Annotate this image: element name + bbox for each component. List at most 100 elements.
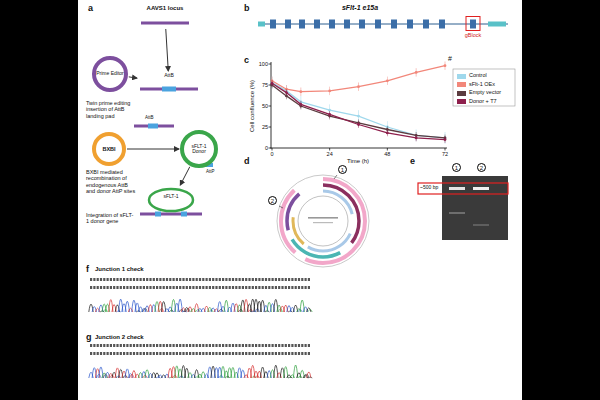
sequence-mark [288,352,290,355]
sequence-mark [252,344,254,347]
sequence-mark [90,286,92,289]
sequence-mark [305,286,307,289]
panel-letter: f [86,264,89,274]
sequence-mark [291,278,293,281]
error-bar [272,80,273,87]
sequence-mark [192,352,194,355]
error-bar [329,87,330,95]
sequence-mark [113,286,115,289]
sequence-mark [113,352,115,355]
sequence-mark [242,344,244,347]
plasmid-map [277,175,369,267]
sequence-mark [239,352,241,355]
tick-label: 24 [327,151,333,157]
panel-title: Junction 2 check [95,334,144,341]
sequence-mark [272,278,274,281]
sequence-mark [222,352,224,355]
sequence-mark [202,286,204,289]
sequence-mark [215,344,217,347]
locus-node: AAVS1 locus [136,4,194,28]
sequence-mark [149,278,151,281]
data-line [272,83,445,139]
error-bar [445,136,446,143]
sequence-mark [192,344,194,347]
sequence-mark [295,278,297,281]
side-bar [0,0,78,400]
sequence-mark [202,344,204,347]
sequence-mark [272,352,274,355]
sequence-mark [140,344,142,347]
sequence-mark [163,344,165,347]
trace-peak [308,309,313,312]
sequence-mark [189,352,191,355]
sequence-mark [239,344,241,347]
data-point [386,79,389,82]
sequence-mark [232,278,234,281]
sequence-mark [248,286,250,289]
node-text: AAVS1 locus [147,5,184,12]
sequence-mark [199,352,201,355]
sequence-mark [149,344,151,347]
error-bar [416,135,417,142]
trace-peak [308,377,313,378]
sequence-mark [149,352,151,355]
sequence-mark [182,352,184,355]
legend-text: Donor + T7 [469,98,497,104]
sequence-mark [239,278,241,281]
sequence-mark [209,344,211,347]
sequence-mark [143,286,145,289]
sequence-mark [176,344,178,347]
sequence-mark [242,278,244,281]
sequence-mark [130,286,132,289]
data-point [415,71,418,74]
sequence-mark [93,352,95,355]
sequence-mark [163,278,165,281]
sequence-mark [130,352,132,355]
node-text: sFLT-1 [163,194,178,200]
sequence-mark [308,286,310,289]
sequence-mark [255,278,257,281]
side-bar [522,0,600,400]
data-point [328,113,331,116]
sequence-mark [136,286,138,289]
data-point [444,138,447,141]
error-bar [445,132,446,144]
sequence-mark [206,286,208,289]
sequence-mark [305,352,307,355]
callout-number: 1 [338,165,347,174]
sequence-mark [295,352,297,355]
sequence-mark [212,344,214,347]
sequence-mark [285,344,287,347]
error-bar [387,77,388,85]
plasmid-name-mark [308,217,338,219]
error-bar [300,88,301,96]
tick-label: 72 [442,151,448,157]
sequence-mark [291,286,293,289]
sequence-mark [268,286,270,289]
sequence-mark [97,286,99,289]
sequence-mark [182,278,184,281]
sequence-mark [265,352,267,355]
sequence-mark [225,286,227,289]
sequence-mark [176,352,178,355]
error-bar [300,96,301,108]
sequence-mark [113,344,115,347]
sequence-mark [93,278,95,281]
gblock-label: gBlock [465,32,482,38]
sequence-mark [252,352,254,355]
sequence-mark [272,344,274,347]
sequence-mark [143,344,145,347]
leader-line [334,175,337,179]
error-bar [358,121,359,128]
sequence-mark [268,278,270,281]
sequence-mark [301,344,303,347]
sequence-mark [93,286,95,289]
callout-number: 2 [268,196,277,205]
sequence-mark [90,344,92,347]
att-site [155,212,161,217]
sequence-mark [133,352,135,355]
legend-box [453,69,515,106]
sequence-mark [143,352,145,355]
sequence-mark [262,278,264,281]
sequence-mark [123,278,125,281]
